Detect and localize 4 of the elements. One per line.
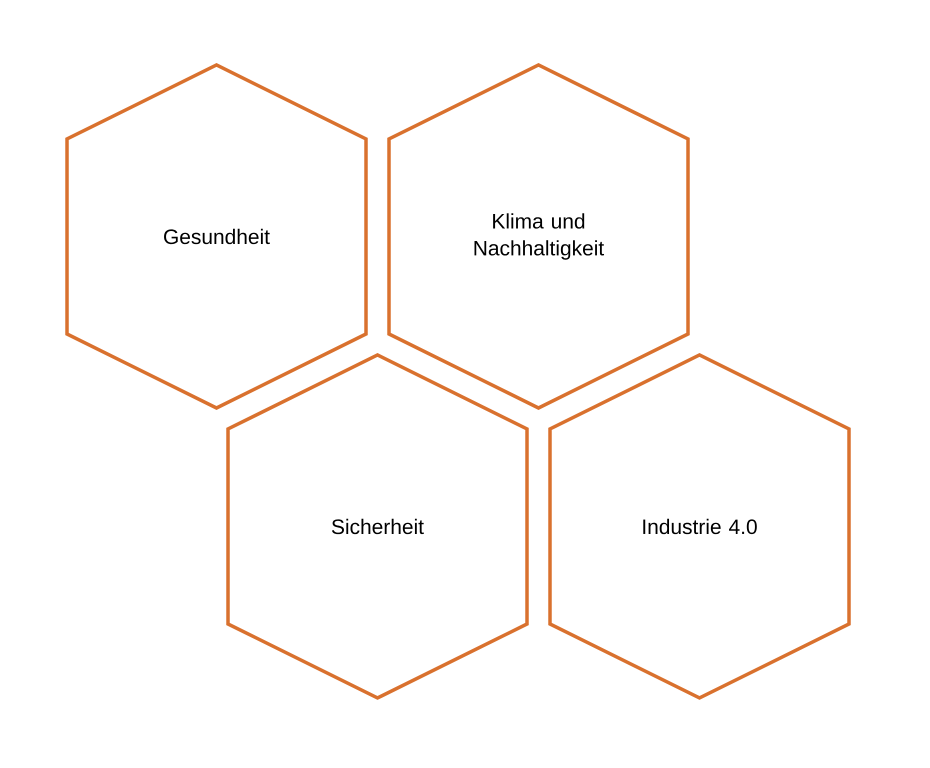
hexagon: Sicherheit [226, 353, 529, 700]
hexagon: Gesundheit [65, 63, 368, 410]
hexagon: Klima und Nachhaltigkeit [387, 63, 690, 410]
hexagon: Industrie 4.0 [548, 353, 851, 700]
